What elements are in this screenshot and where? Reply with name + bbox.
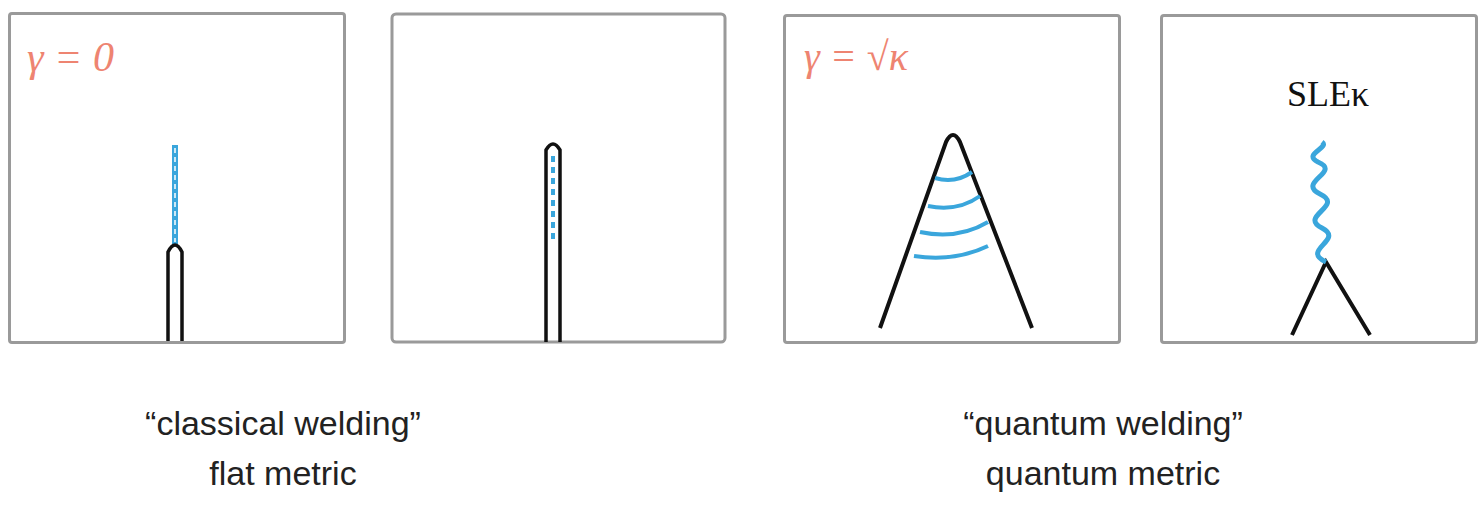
caption-line: “classical welding” [145, 404, 421, 443]
blue-segment [172, 145, 178, 244]
curve-label: SLEκ [1287, 73, 1369, 115]
caption-line: flat metric [209, 454, 356, 493]
weld-arc [920, 222, 988, 234]
v-shape [1292, 262, 1370, 335]
blue-dash [551, 156, 555, 240]
panel-frame [392, 14, 725, 342]
panel: SLEκ [1160, 14, 1478, 344]
caption-line: quantum metric [986, 454, 1220, 493]
parameter-label: γ = √κ [804, 33, 908, 80]
weld-arc [935, 172, 972, 180]
panel: γ = 0 [8, 12, 346, 344]
panel: γ = √κ [783, 14, 1121, 344]
blue-dash [174, 148, 176, 242]
wedge [880, 135, 1032, 328]
slit [546, 144, 560, 342]
weld-arc [914, 246, 988, 258]
caption-line: “quantum welding” [963, 404, 1243, 443]
weld-arc [928, 196, 980, 208]
slit [168, 245, 182, 342]
sle-curve [1313, 142, 1329, 262]
parameter-label: γ = 0 [27, 33, 114, 81]
